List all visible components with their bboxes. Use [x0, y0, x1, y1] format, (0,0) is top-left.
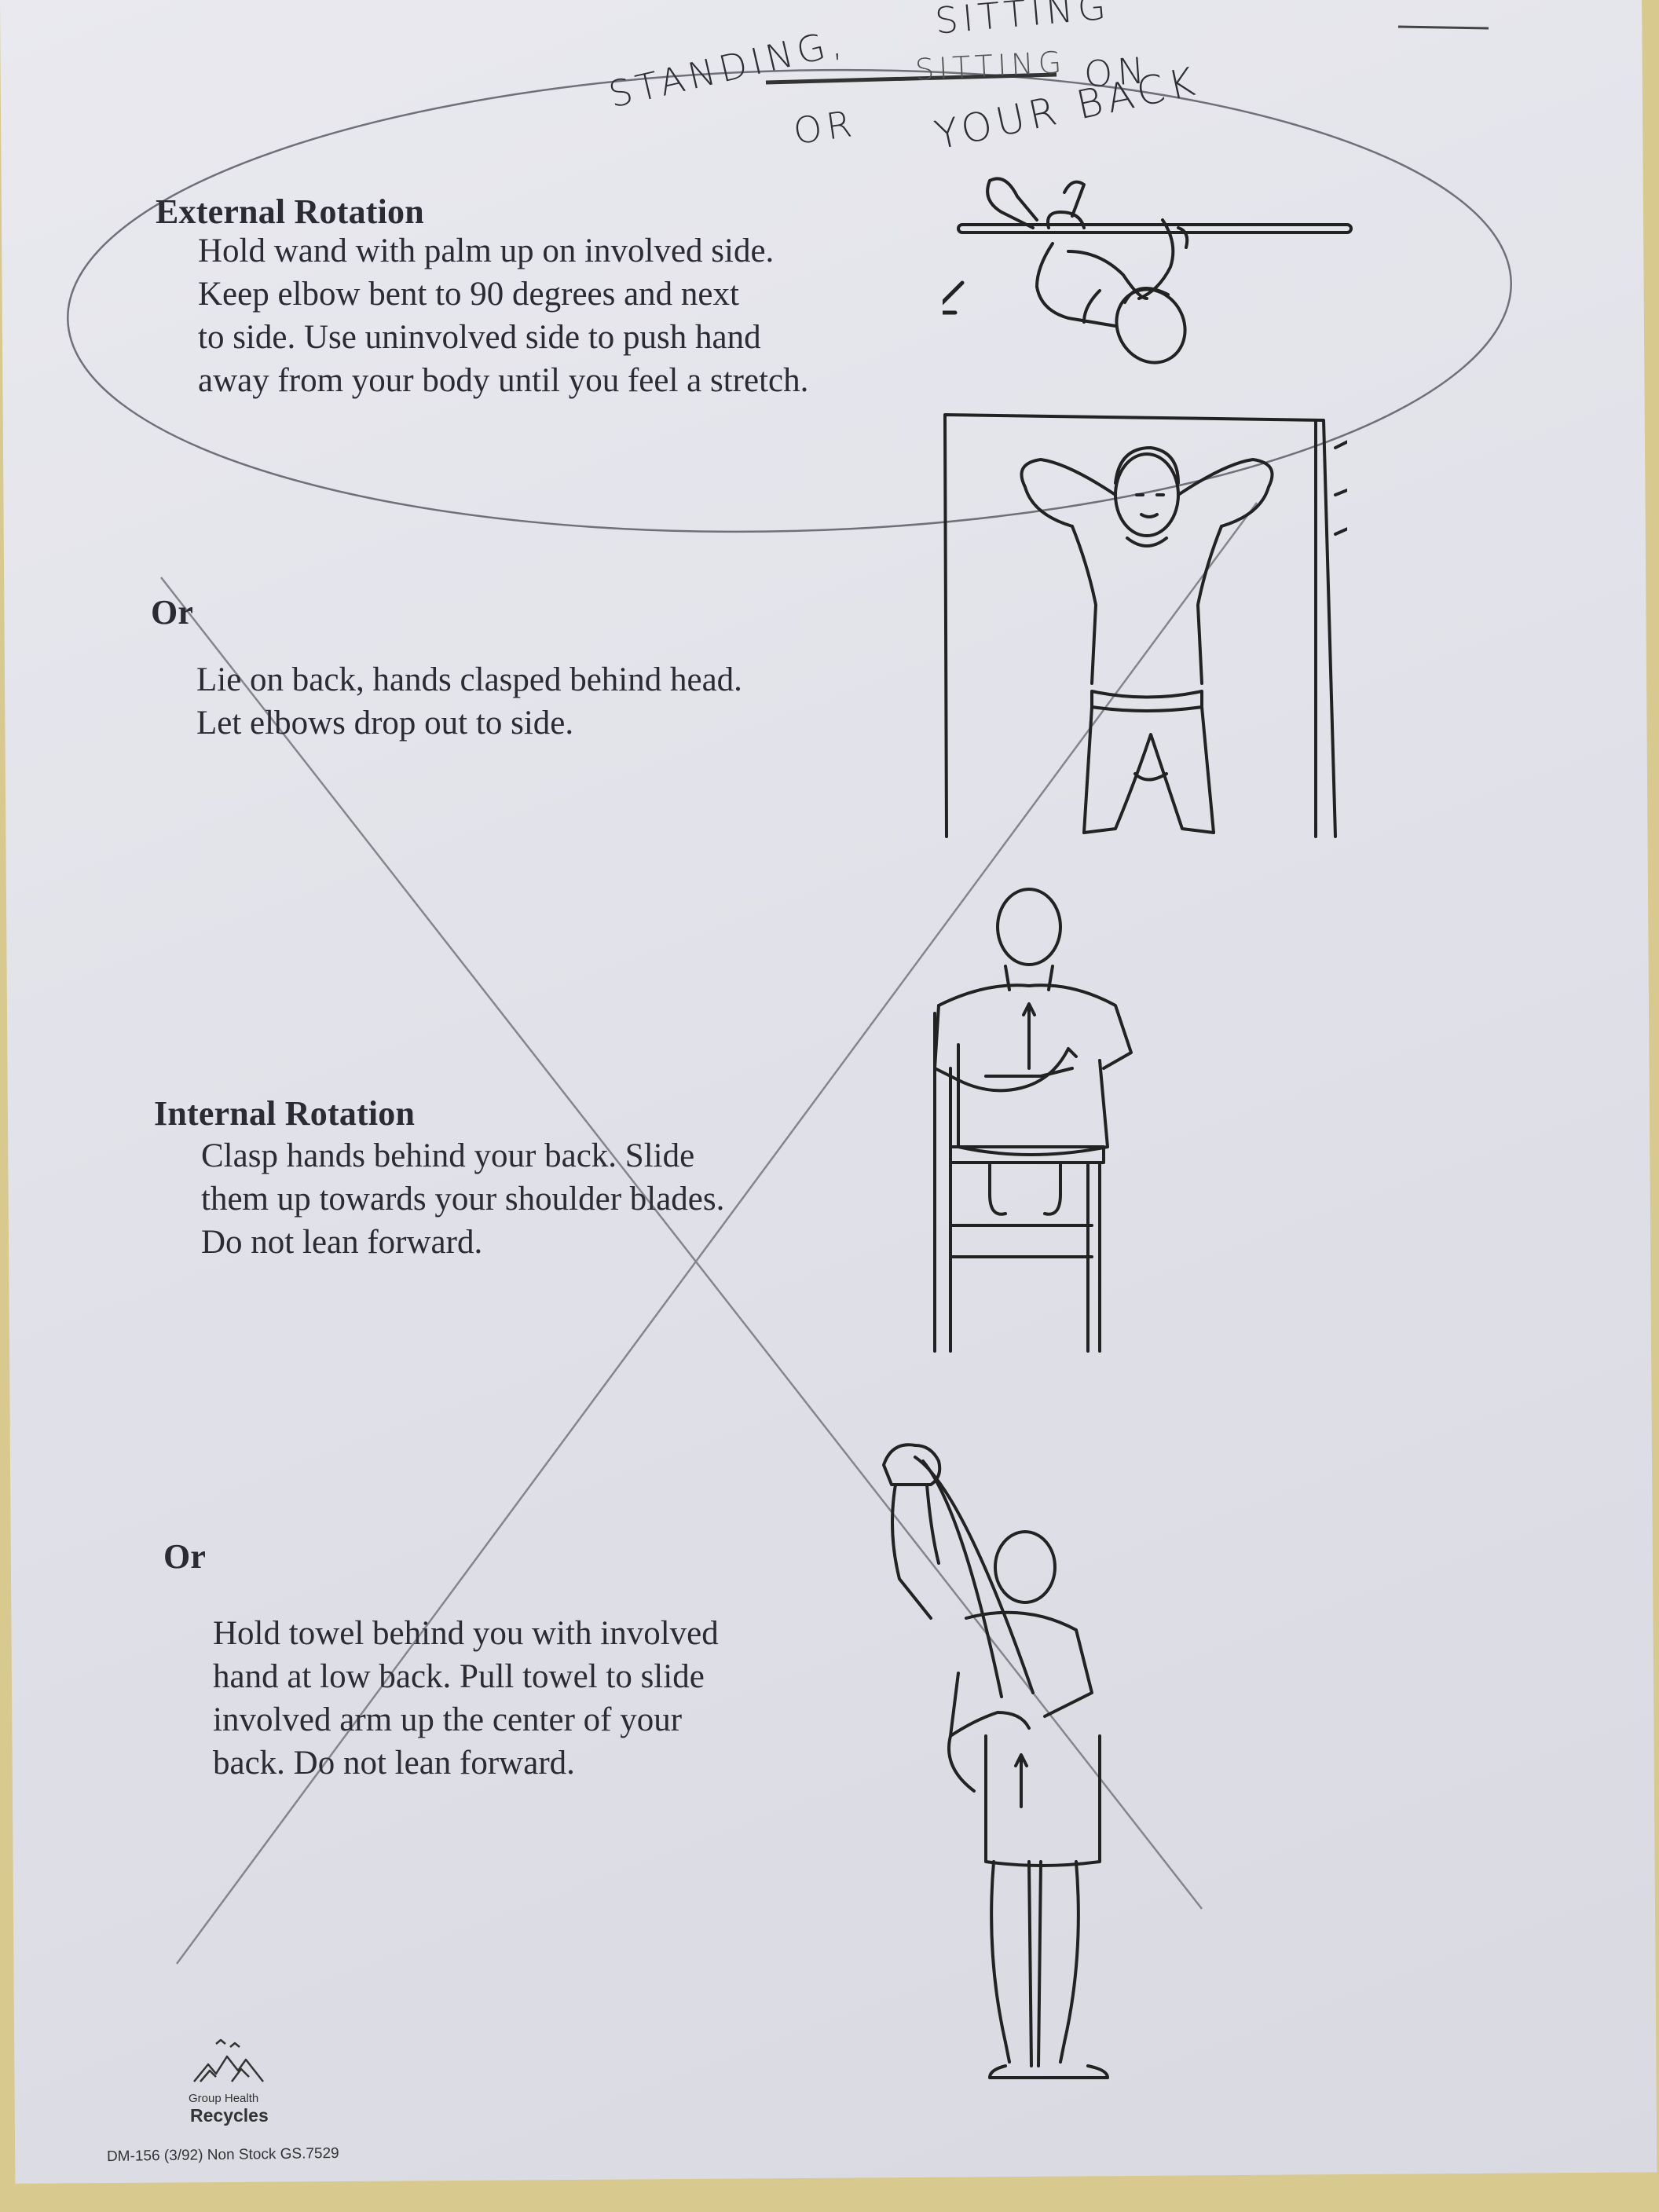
- or-label-1: Or: [151, 593, 194, 632]
- internal-rotation-instructions: Clasp hands behind your back. Slide them…: [201, 1137, 725, 1261]
- towel-stretch-illustration: [882, 1443, 1109, 2079]
- recycle-mountains-icon: [193, 2038, 264, 2082]
- logo-recycles: Recycles: [190, 2105, 269, 2126]
- pencil-ellipse: [67, 68, 1512, 533]
- pencil-mark: [1397, 25, 1489, 30]
- external-rotation-title: External Rotation: [156, 192, 424, 231]
- hands-behind-head-illustration: [943, 413, 1347, 838]
- towel-instructions: Hold towel behind you with involved hand…: [213, 1615, 719, 1782]
- form-code-footer: DM-156 (3/92) Non Stock GS.7529: [106, 2144, 339, 2166]
- logo-org-name: Group Health: [189, 2092, 259, 2105]
- lie-back-instructions: Lie on back, hands clasped behind head. …: [196, 661, 742, 742]
- internal-rotation-title: Internal Rotation: [154, 1094, 416, 1133]
- wand-lying-illustration: [943, 177, 1353, 364]
- handwritten-or: OR: [790, 101, 859, 153]
- pencil-strike-line: [160, 577, 1203, 1910]
- external-rotation-instructions: Hold wand with palm up on involved side.…: [198, 233, 809, 399]
- seated-hands-behind-back-illustration: [933, 888, 1133, 1353]
- or-label-2: Or: [163, 1537, 207, 1576]
- pencil-strike-line: [175, 502, 1258, 1965]
- pencil-cross-out: [765, 72, 1057, 85]
